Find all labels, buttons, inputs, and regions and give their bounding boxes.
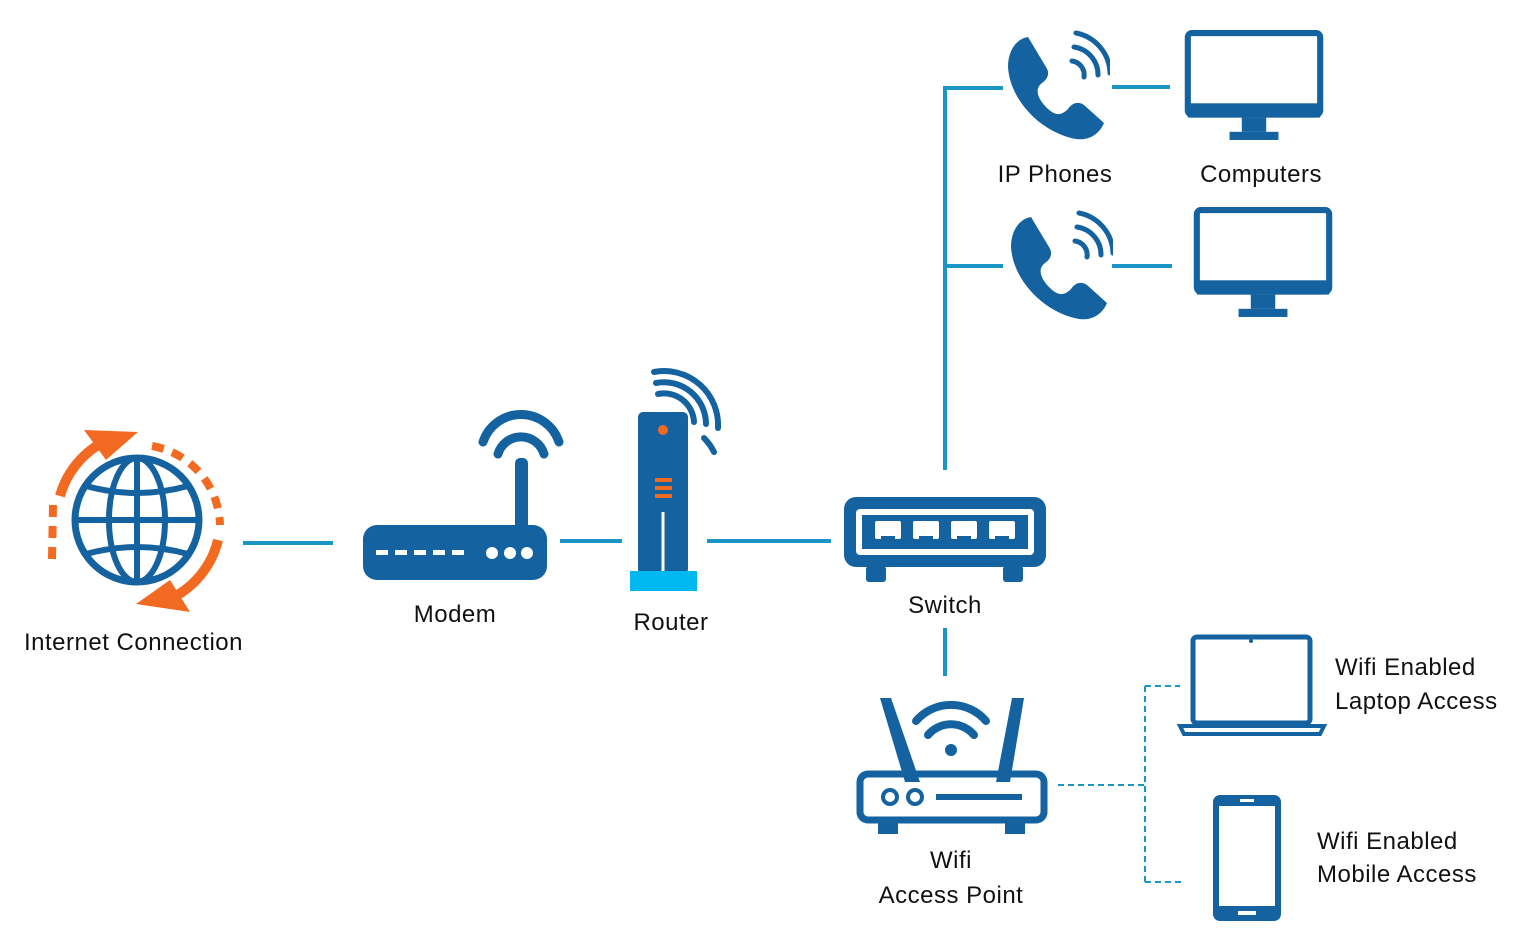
modem-icon [363,409,564,580]
connection-lines [243,85,1172,676]
label-laptop-line1: Wifi Enabled [1335,654,1476,681]
smartphone-icon [1213,795,1281,921]
label-switch: Switch [908,592,982,619]
wireless-links [1058,685,1182,883]
monitor-icon [1197,210,1329,317]
laptop-icon [1176,634,1328,736]
label-access-point-line2: Access Point [878,882,1024,909]
label-mobile-line2: Mobile Access [1317,861,1477,888]
switch-icon [844,497,1046,582]
phone-icon [1011,213,1113,319]
monitor-icon [1188,33,1320,140]
label-internet-connection: Internet Connection [24,629,243,656]
label-modem: Modem [413,601,497,628]
label-computers: Computers [1200,161,1322,188]
label-mobile-line1: Wifi Enabled [1317,828,1458,855]
label-access-point-line1: Wifi [930,847,972,874]
phone-icon [1008,33,1110,139]
label-ip-phones: IP Phones [997,161,1113,188]
label-router: Router [633,609,709,636]
router-icon [630,368,722,591]
label-laptop-line2: Laptop Access [1335,688,1498,715]
wifi-router-icon [856,698,1048,834]
globe-icon [48,430,224,612]
